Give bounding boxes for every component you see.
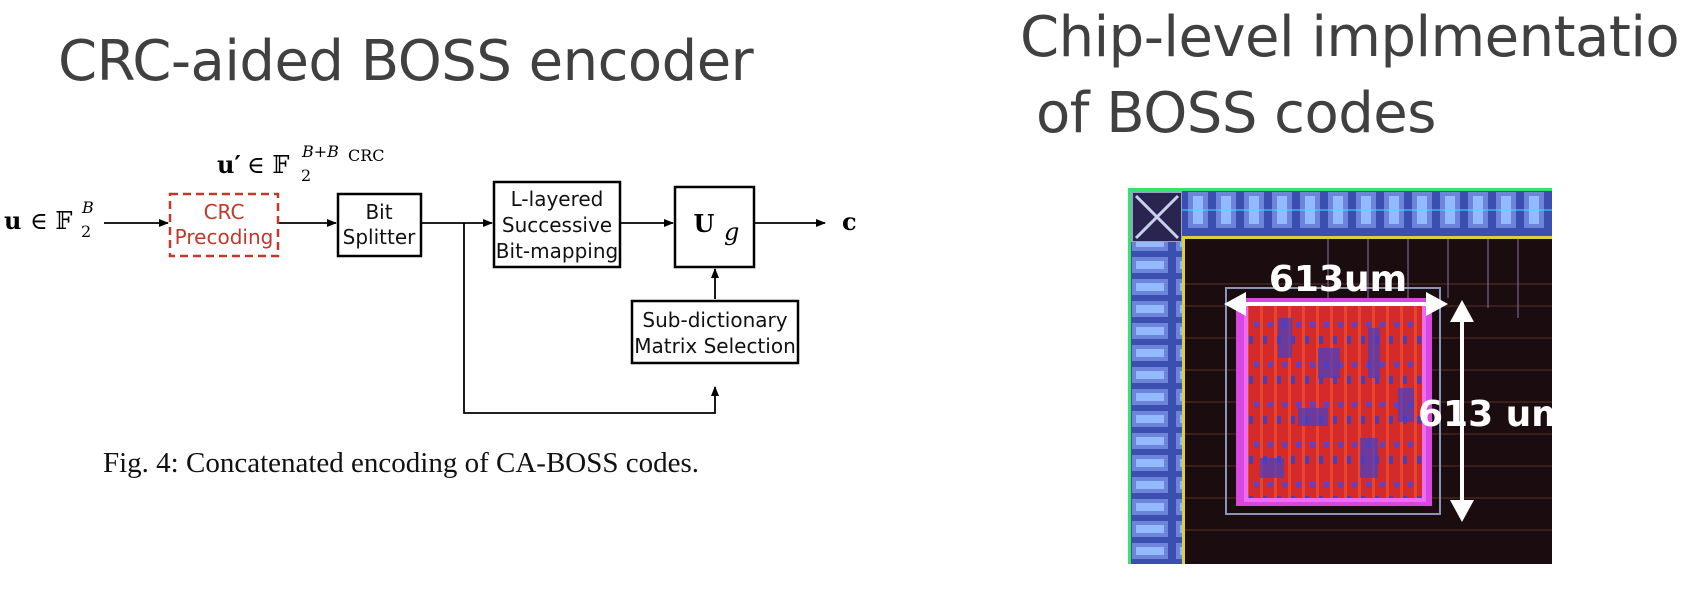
svg-text:Splitter: Splitter — [343, 225, 416, 249]
chip-height-label: 613 um — [1418, 394, 1552, 435]
ug-block: U g — [673, 185, 756, 269]
svg-text:g: g — [724, 218, 739, 246]
subdictionary-block: Sub-dictionary Matrix Selection — [630, 299, 800, 365]
uprime: u′ — [217, 150, 241, 179]
svg-text:CRC: CRC — [204, 200, 245, 224]
right-title-line2: of BOSS codes — [1036, 81, 1436, 146]
input-sub: 2 — [81, 222, 91, 241]
encoder-block-diagram: u ∈ 𝔽 2 B u′ ∈ 𝔽 2 B+B CRC CRC Precoding… — [4, 145, 857, 414]
input-set: ∈ 𝔽 — [30, 207, 72, 235]
wire-feedback-subdict — [463, 223, 719, 414]
crc-precoding-block: CRC Precoding — [168, 192, 280, 258]
uprime-sup-sub: CRC — [348, 146, 385, 165]
width-dimension-arrow — [1224, 292, 1448, 316]
chip-layout-image: 613um 613 um — [1128, 188, 1552, 564]
successive-bitmapping-block: L-layered Successive Bit-mapping — [492, 180, 622, 269]
output-c: c — [842, 207, 857, 236]
height-dimension-arrow — [1450, 300, 1474, 522]
svg-text:Precoding: Precoding — [175, 225, 274, 249]
svg-text:Bit: Bit — [365, 200, 392, 224]
input-label: u ∈ 𝔽 2 B — [4, 198, 94, 241]
svg-text:U: U — [694, 209, 715, 238]
uprime-label: u′ ∈ 𝔽 2 B+B CRC — [217, 145, 385, 185]
svg-text:Sub-dictionary: Sub-dictionary — [642, 308, 787, 332]
figure-caption: Fig. 4: Concatenated encoding of CA-BOSS… — [103, 447, 700, 479]
svg-text:Bit-mapping: Bit-mapping — [496, 239, 618, 263]
uprime-set: ∈ 𝔽 — [247, 151, 289, 179]
svg-text:Matrix Selection: Matrix Selection — [634, 334, 796, 358]
uprime-sub: 2 — [301, 166, 311, 185]
input-u: u — [4, 206, 21, 235]
svg-text:L-layered: L-layered — [511, 187, 604, 211]
chip-width-label: 613um — [1269, 259, 1407, 300]
bit-splitter-block: Bit Splitter — [336, 192, 423, 258]
svg-text:Successive: Successive — [502, 213, 612, 237]
input-sup: B — [81, 198, 94, 217]
right-title-line1: Chip-level implmentation — [1020, 5, 1684, 70]
uprime-sup: B+B — [301, 145, 339, 161]
left-title: CRC-aided BOSS encoder — [58, 29, 754, 94]
